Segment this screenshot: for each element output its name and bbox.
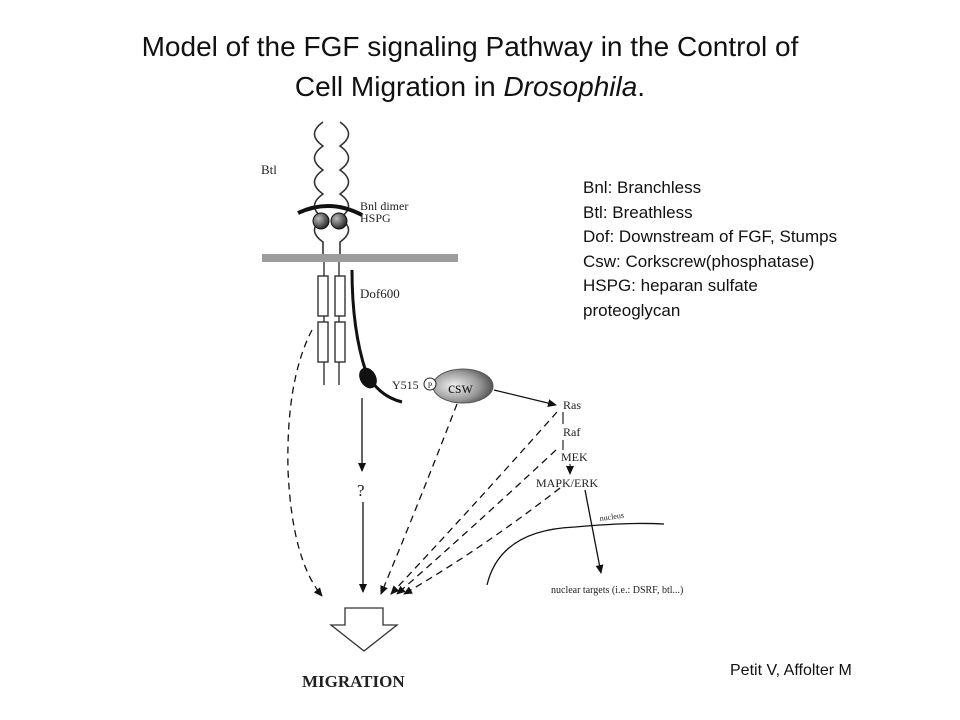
migration-arrow (329, 607, 399, 652)
label-nuclear-targets: nuclear targets (i.e.: DSRF, btl...) (551, 585, 683, 596)
dashed-arrows (287, 329, 561, 597)
label-unknown: ? (357, 481, 365, 500)
arrow-csw-to-ras (493, 389, 557, 408)
label-dof600: Dof600 (360, 286, 400, 301)
label-mapk-erk: MAPK/ERK (536, 476, 598, 490)
legend-item: Csw: Corkscrew(phosphatase) (583, 251, 815, 271)
dashed-arrow-ras-to-migration (390, 411, 558, 595)
label-raf: Raf (563, 425, 580, 439)
nuclear-membrane (486, 522, 665, 586)
btl-receptor-intracellular (317, 262, 346, 385)
dashed-arrow-csw-to-migration (380, 403, 458, 595)
label-hspg: HSPG (360, 211, 391, 225)
phospho-site-icon (423, 377, 437, 391)
label-btl: Btl (261, 162, 277, 177)
dashed-arrow-receptor-to-migration (287, 329, 323, 597)
legend-item: proteoglycan (583, 300, 681, 320)
bnl-dimer (297, 203, 363, 230)
legend-item: HSPG: heparan sulfate (583, 276, 758, 295)
credit-text: Petit V, Affolter M (730, 662, 852, 679)
label-phospho: P (428, 381, 433, 390)
title-line-2: Cell Migration in Drosophila. (0, 68, 940, 106)
legend-item: Btl: Breathless (583, 202, 693, 222)
title-end: . (637, 71, 646, 102)
label-ras: Ras (563, 398, 581, 412)
legend-item: Bnl: Branchless (583, 178, 702, 197)
dashed-arrow-mek-to-migration (396, 449, 557, 595)
label-y515: Y515 (392, 378, 419, 392)
dof-adaptor (350, 269, 403, 404)
legend-item: Dof: Downstream of FGF, Stumps (583, 227, 838, 246)
label-mek: MEK (561, 450, 588, 464)
title-line-1: Model of the FGF signaling Pathway in th… (141, 31, 799, 62)
title-species: Drosophila (503, 71, 638, 102)
dashed-arrow-mapk-to-migration (403, 487, 561, 595)
title-plain: Cell Migration in (294, 71, 504, 102)
btl-receptor-extracellular (313, 121, 350, 255)
arrow-mapk-to-nucleus (584, 489, 604, 574)
label-migration: MIGRATION (302, 672, 405, 691)
label-csw: csw (448, 380, 473, 397)
label-bnl-dimer: Bnl dimer (360, 199, 408, 213)
label-nucleus: nucleus (599, 511, 624, 523)
cell-membrane (262, 254, 458, 262)
abbreviation-legend: Bnl: Branchless Btl: Breathless Dof: Dow… (583, 176, 923, 323)
